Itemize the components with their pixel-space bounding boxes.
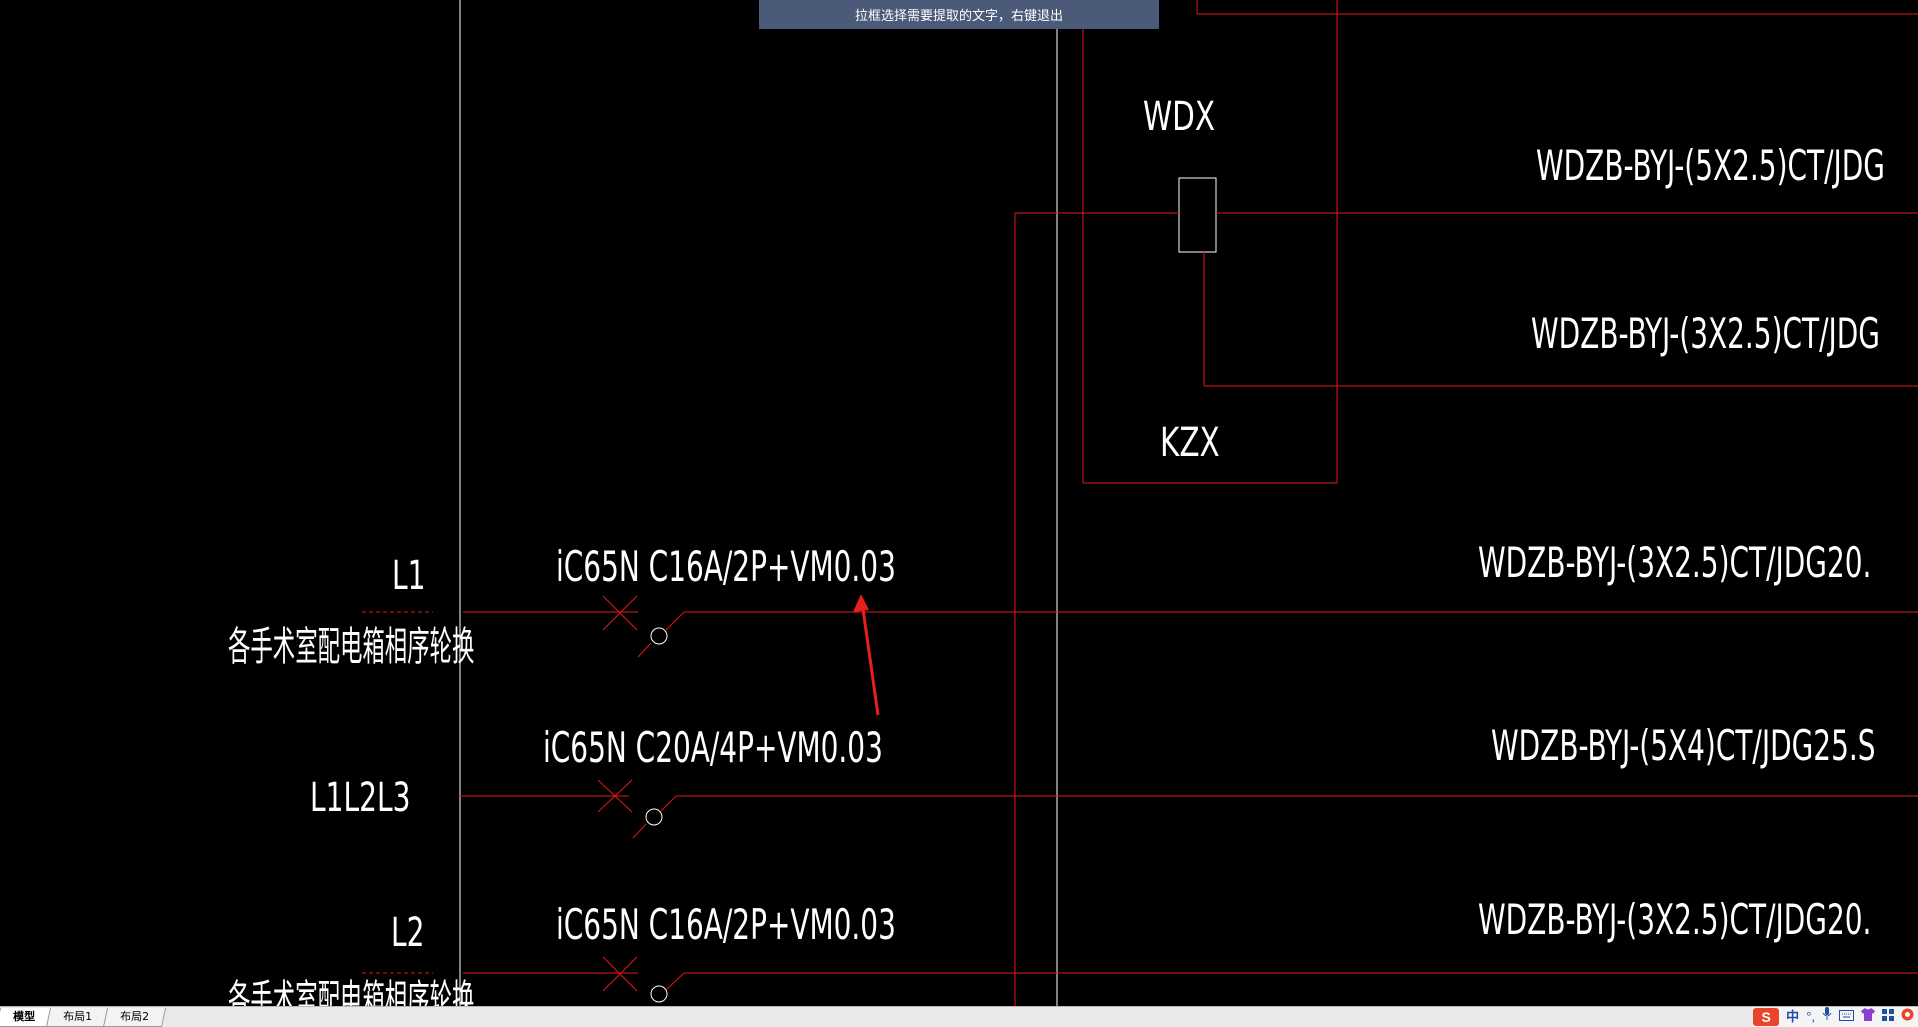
- breaker-contact: [645, 808, 663, 826]
- breaker-label: iC65N C16A/2P+VM0.03: [556, 542, 896, 591]
- phase-note: 各手术室配电箱相序轮换: [228, 977, 475, 1006]
- cad-drawing: [362, 0, 1918, 1006]
- breaker-contact: [650, 985, 668, 1003]
- breaker-contact: [650, 627, 668, 645]
- tab-layout2[interactable]: 布局2: [102, 1008, 167, 1027]
- cable-label: WDZB-BYJ-(3X2.5)CT/JDG: [1531, 309, 1880, 358]
- wdx-label: WDX: [1143, 94, 1216, 140]
- command-prompt-tooltip: 拉框选择需要提取的文字，右键退出: [759, 0, 1159, 29]
- red-line: [665, 972, 685, 991]
- tab-layout1[interactable]: 布局1: [45, 1008, 110, 1027]
- punctuation-icon[interactable]: °,: [1806, 1009, 1815, 1024]
- ime-toolbar: S 中 °,: [1753, 1007, 1918, 1027]
- microphone-icon[interactable]: [1822, 1007, 1832, 1027]
- red-line: [637, 642, 652, 658]
- breaker-label: iC65N C20A/4P+VM0.03: [543, 723, 883, 772]
- phase-label: L1L2L3: [310, 775, 411, 821]
- red-line: [665, 611, 685, 631]
- red-line: [602, 956, 638, 992]
- cable-label: WDZB-BYJ-(3X2.5)CT/JDG20.: [1478, 538, 1872, 587]
- prompt-text: 拉框选择需要提取的文字，右键退出: [854, 9, 1063, 24]
- settings-icon[interactable]: [1901, 1007, 1914, 1027]
- tab-model[interactable]: 模型: [0, 1008, 53, 1027]
- status-bar: 模型 布局1 布局2 S 中 °,: [0, 1006, 1918, 1027]
- phase-label: L1: [392, 553, 426, 599]
- sogou-ime-icon[interactable]: S: [1753, 1008, 1780, 1026]
- red-line: [602, 595, 638, 631]
- cable-label: WDZB-BYJ-(5X4)CT/JDG25.S: [1491, 721, 1876, 770]
- shirt-icon[interactable]: [1861, 1007, 1875, 1027]
- red-line: [597, 779, 633, 813]
- red-line: [632, 823, 647, 839]
- annotation-arrow-head: [853, 594, 869, 612]
- layout-tabs: 模型 布局1 布局2: [0, 1007, 167, 1027]
- phase-note: 各手术室配电箱相序轮换: [228, 624, 475, 670]
- keyboard-icon[interactable]: [1839, 1007, 1854, 1027]
- ime-mode-toggle[interactable]: 中: [1786, 1009, 1800, 1024]
- kzx-label: KZX: [1160, 420, 1220, 466]
- wdx-box: [1178, 177, 1217, 253]
- red-line: [660, 795, 677, 812]
- phase-label: L2: [391, 910, 425, 956]
- cad-drawing-canvas[interactable]: WDX KZX WDZB-BYJ-(5X2.5)CT/JDG WDZB-BYJ-…: [0, 0, 1918, 1006]
- grid-icon[interactable]: [1882, 1007, 1894, 1027]
- breaker-label: iC65N C16A/2P+VM0.03: [556, 900, 896, 949]
- cable-label: WDZB-BYJ-(5X2.5)CT/JDG: [1536, 141, 1885, 190]
- cable-label: WDZB-BYJ-(3X2.5)CT/JDG20.: [1478, 895, 1872, 944]
- annotation-arrow-shaft: [860, 601, 880, 716]
